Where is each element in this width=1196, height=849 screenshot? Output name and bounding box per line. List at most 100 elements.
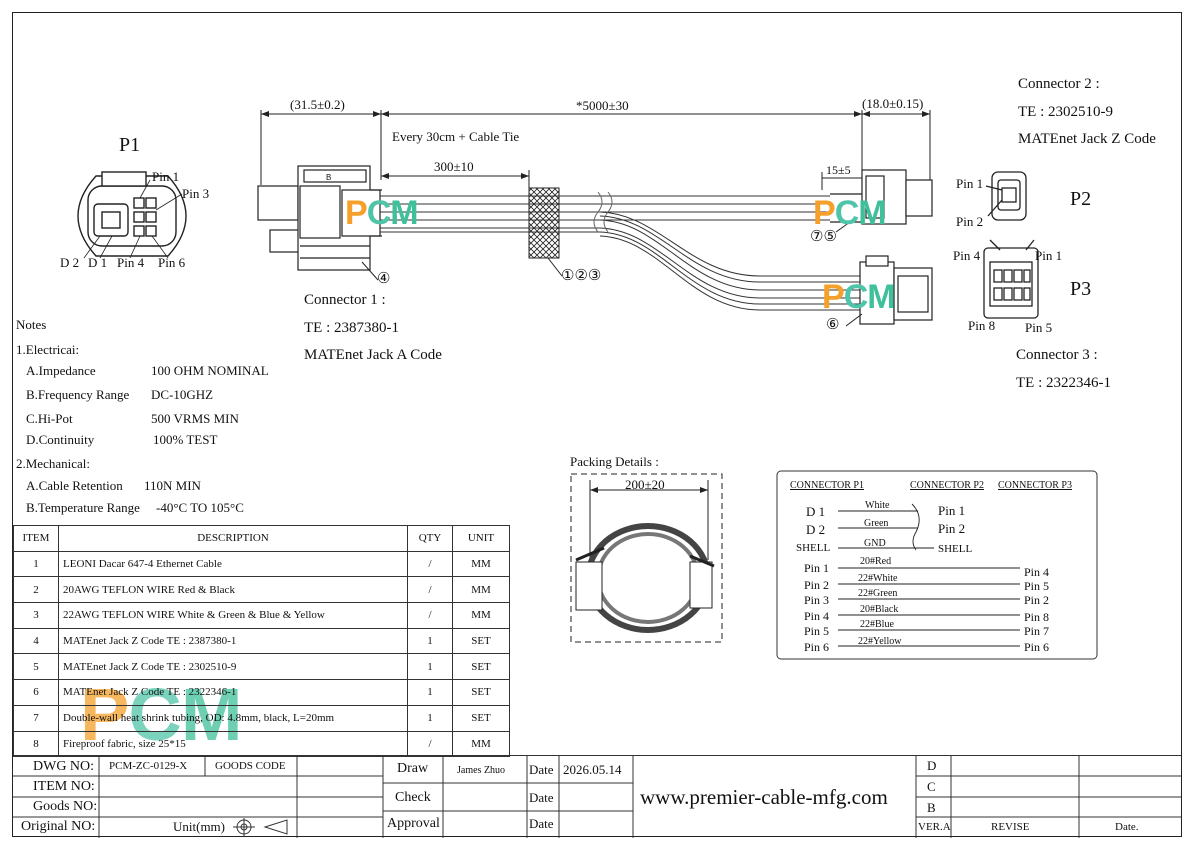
note-value: -40°C TO 105°C [156,500,244,515]
wire-color: 22#White [858,573,898,584]
dwg-no-label: DWG NO: [33,759,95,774]
connector-2-body [830,169,933,225]
bom-qty: / [407,730,453,758]
p1-pin6-label: Pin 6 [158,255,186,270]
wire-from: Pin 5 [804,624,830,638]
packing-illustration [570,473,723,643]
bom-unit: SET [452,653,510,681]
bom-item: 2 [13,576,59,604]
wire-to: Pin 2 [1024,593,1050,607]
note-value: 100% TEST [153,432,218,447]
wire-color: White [865,500,890,511]
draw-date: 2026.05.14 [563,762,622,777]
p2-pin2-label: Pin 2 [956,214,984,229]
wire-to: Pin 8 [1024,610,1050,624]
dim-total: *5000±30 [576,98,629,113]
connector-2-pn: TE : 2302510-9 [1018,104,1113,120]
bom-description: 20AWG TEFLON WIRE Red & Black [58,576,408,604]
draw-label: Draw [397,761,429,776]
wire-to: Pin 5 [1024,579,1050,593]
check-label: Check [395,790,431,805]
note-label: A.Cable Retention [26,478,123,493]
note-value: 500 VRMS MIN [151,411,239,426]
title-block: DWG NO: PCM-ZC-0129-X GOODS CODE ITEM NO… [13,755,1181,838]
wire-color: Green [864,518,889,529]
wire-color: 22#Blue [860,619,894,630]
wire-from: Pin 1 [804,561,830,575]
connector-1-type: MATEnet Jack A Code [304,347,442,363]
wiring-header-p1: CONNECTOR P1 [790,480,864,491]
company-website[interactable]: www.premier-cable-mfg.com [640,785,888,809]
title-block-grid [13,756,1181,838]
bom-qty: 1 [407,627,453,655]
wire-from: D 2 [806,522,826,537]
wire-color: GND [864,538,886,549]
bom-item: 1 [13,550,59,578]
dwg-no-value: PCM-ZC-0129-X [109,760,188,772]
table-row: 4 MATEnet Jack Z Code TE : 2387380-1 1 S… [13,627,510,655]
p3-pin8-label: Pin 8 [968,318,996,333]
bom-unit: MM [452,576,510,604]
p3-pin1-label: Pin 1 [1035,248,1063,263]
wire-to: Pin 7 [1024,624,1050,638]
table-row: 6 MATEnet Jack Z Code TE : 2322346-1 1 S… [13,679,510,706]
bom-header-description: DESCRIPTION [58,525,408,552]
bom-item: 7 [13,704,59,732]
cable-tie-note: Every 30cm + Cable Tie [392,129,520,144]
bom-item: 6 [13,679,59,706]
dim-left: (31.5±0.2) [290,97,345,112]
callout-4: ④ [377,271,391,287]
revise-date-label: Date. [1115,821,1139,833]
wire-color: 20#Black [860,604,899,615]
p3-title: P3 [1070,278,1092,300]
bom-qty: 1 [407,653,453,681]
notes-mechanical-heading: 2.Mechanical: [16,456,90,471]
p1-pin-leaders [83,179,183,259]
wire-color: 20#Red [860,556,892,567]
wire-from: D 1 [806,504,826,519]
note-label: B.Temperature Range [26,500,140,515]
pcm-watermark: PCM [345,194,419,232]
bom-header-qty: QTY [407,525,453,552]
table-row: 3 22AWG TEFLON WIRE White & Green & Blue… [13,602,510,629]
dim-300: 300±10 [434,159,474,174]
bom-description: MATEnet Jack Z Code TE : 2322346-1 [58,679,408,706]
connector-3-body [859,255,933,325]
bom-header-row: ITEM DESCRIPTION QTY UNIT [13,525,510,552]
note-label: A.Impedance [26,363,96,378]
dim-15: 15±5 [826,163,851,177]
note-value: 110N MIN [144,478,201,493]
bom-item: 5 [13,653,59,681]
table-row: 5 MATEnet Jack Z Code TE : 2302510-9 1 S… [13,653,510,681]
bom-header-unit: UNIT [452,525,510,552]
bom-description: LEONI Dacar 647-4 Ethernet Cable [58,550,408,578]
pcm-watermark: PCM [822,278,896,316]
p1-pin4-label: Pin 4 [117,255,145,270]
p2-pin1-label: Pin 1 [956,176,984,191]
note-label: D.Continuity [26,432,95,447]
callout-1-2-3: ①②③ [561,268,602,284]
table-row: 1 LEONI Dacar 647-4 Ethernet Cable / MM [13,550,510,578]
bom-unit: MM [452,550,510,578]
wire-from: Pin 6 [804,640,830,654]
bom-item: 4 [13,627,59,655]
p1-d2-label: D 2 [60,255,80,270]
approval-date-label: Date [529,816,554,831]
bom-qty: 1 [407,704,453,732]
bom-qty: / [407,602,453,629]
note-value: 100 OHM NOMINAL [151,363,269,378]
packing-title: Packing Details : [570,454,659,469]
bom-unit: SET [452,679,510,706]
bom-unit: MM [452,730,510,758]
bom-description: Fireproof fabric, size 25*15 [58,730,408,758]
dimension-arrows [261,111,930,179]
p1-pin1-label: Pin 1 [152,169,180,184]
bom-unit: MM [452,602,510,629]
connector-2-title: Connector 2 : [1018,76,1100,92]
connector-3-pn: TE : 2322346-1 [1016,375,1111,391]
wiring-diagram [776,470,1098,660]
bom-qty: / [407,576,453,604]
table-row: 7 Double-wall heat shrink tubing, OD: 4.… [13,704,510,732]
callout-leaders [361,221,863,327]
wire-to: SHELL [938,543,973,555]
